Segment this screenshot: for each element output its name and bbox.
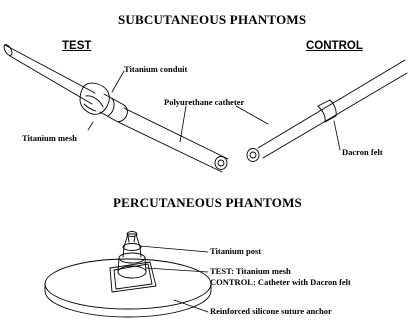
label-titanium-mesh: Titanium mesh	[22, 133, 77, 143]
test-subcutaneous-phantom	[2, 43, 228, 172]
label-control-catheter-dacron: CONTROL: Catheter with Dacron felt	[210, 277, 351, 287]
test-header: TEST	[62, 40, 91, 52]
label-polyurethane-catheter: Polyurethane catheter	[164, 97, 244, 107]
label-test-titanium-mesh: TEST: Titanium mesh	[210, 266, 291, 276]
percutaneous-leader-lines	[140, 246, 208, 312]
titanium-conduit	[100, 94, 127, 122]
catheter-end-control	[247, 149, 259, 162]
control-header: CONTROL	[306, 40, 363, 52]
subcutaneous-leader-lines	[88, 71, 340, 150]
titanium-post	[118, 232, 146, 279]
label-suture-anchor: Reinforced silicone suture anchor	[210, 306, 332, 316]
catheter-end-test	[215, 157, 227, 170]
percutaneous-title: PERCUTANEOUS PHANTOMS	[113, 195, 302, 211]
subcutaneous-title: SUBCUTANEOUS PHANTOMS	[118, 12, 306, 28]
control-subcutaneous-phantom	[247, 60, 407, 162]
label-titanium-post: Titanium post	[210, 246, 261, 256]
label-titanium-conduit: Titanium conduit	[124, 64, 187, 74]
label-dacron-felt: Dacron felt	[342, 147, 383, 157]
mesh-square	[110, 262, 156, 292]
